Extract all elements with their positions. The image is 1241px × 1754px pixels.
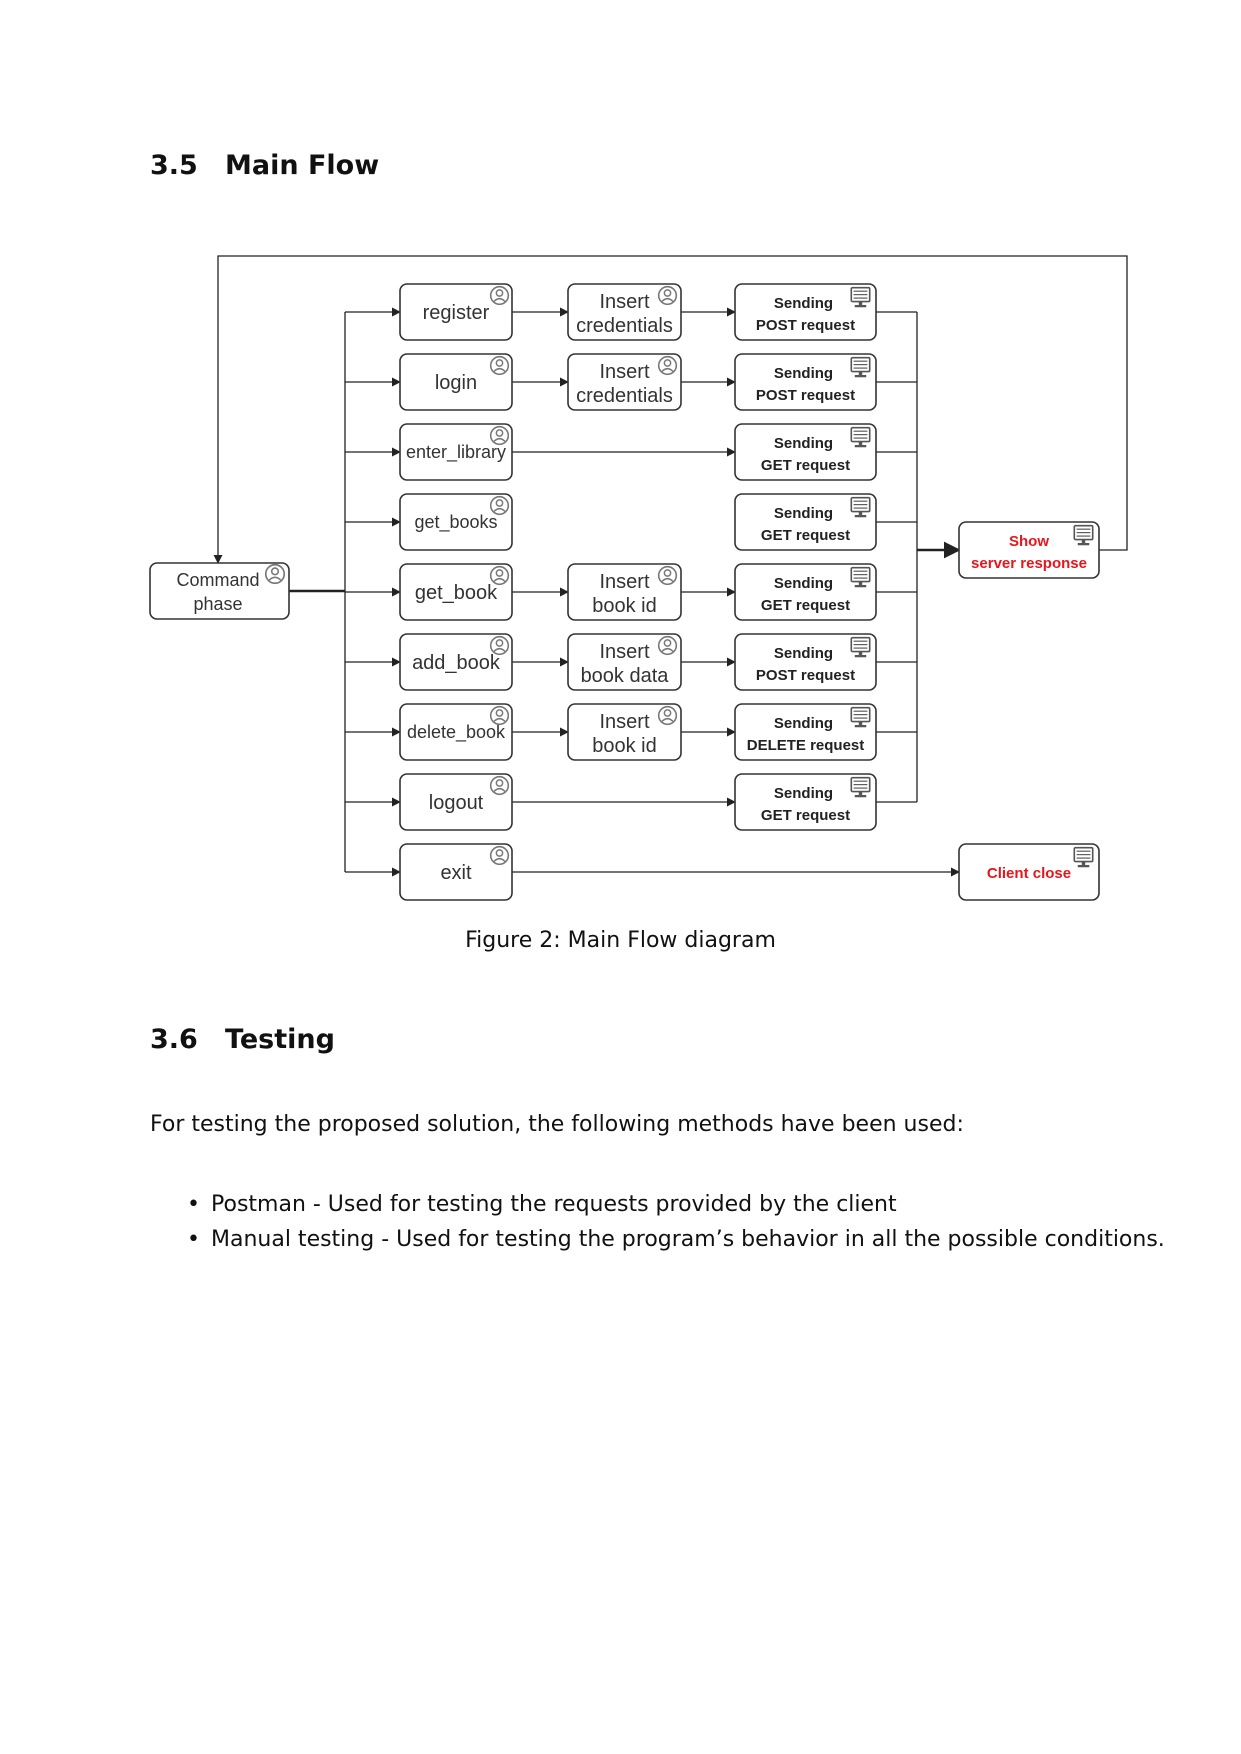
input-label: book id <box>592 595 657 617</box>
request-label: Sending <box>774 435 833 452</box>
command-node-get_book <box>399 563 513 621</box>
user-icon <box>489 565 510 586</box>
input-node <box>567 703 682 761</box>
client-close-node <box>958 843 1100 901</box>
request-node <box>734 633 877 691</box>
request-label: POST request <box>756 667 855 684</box>
request-label: Sending <box>774 365 833 382</box>
command-label: logout <box>429 792 484 814</box>
request-label: Sending <box>774 645 833 662</box>
user-icon <box>264 563 286 585</box>
server-response-node <box>958 521 1100 579</box>
section-number: 3.6 <box>150 1024 198 1055</box>
command-phase-label: phase <box>193 594 242 614</box>
list-item-text: Postman - Used for testing the requests … <box>211 1192 897 1217</box>
request-node <box>734 353 877 411</box>
request-node <box>734 703 877 761</box>
command-label: exit <box>440 862 472 884</box>
user-icon <box>657 565 678 586</box>
user-icon <box>489 495 510 516</box>
section-title: Testing <box>225 1024 335 1055</box>
command-node-login <box>399 353 513 411</box>
input-label: book id <box>592 735 657 757</box>
input-node <box>567 563 682 621</box>
command-label: register <box>423 302 490 324</box>
input-label: Insert <box>599 711 649 733</box>
user-icon <box>657 635 678 656</box>
testing-intro: For testing the proposed solution, the f… <box>150 1112 964 1137</box>
user-icon <box>489 635 510 656</box>
user-icon <box>489 775 510 796</box>
command-label: get_books <box>414 512 497 533</box>
loop-back-line <box>213 255 1128 564</box>
input-label: Insert <box>599 641 649 663</box>
command-node-logout <box>399 773 513 831</box>
input-label: book data <box>581 665 670 687</box>
command-label: login <box>435 372 477 394</box>
user-icon <box>489 285 510 306</box>
command-node-enter_library <box>399 423 513 481</box>
section-heading-main-flow: 3.5 Main Flow <box>150 150 379 181</box>
request-node <box>734 563 877 621</box>
user-icon <box>657 705 678 726</box>
input-node <box>567 633 682 691</box>
request-label: GET request <box>761 597 850 614</box>
request-label: GET request <box>761 527 850 544</box>
request-label: Sending <box>774 785 833 802</box>
section-number: 3.5 <box>150 150 198 181</box>
input-node <box>567 353 682 411</box>
command-node-add_book <box>399 633 513 691</box>
input-label: Insert <box>599 571 649 593</box>
user-icon <box>489 705 510 726</box>
request-label: POST request <box>756 317 855 334</box>
request-label: DELETE request <box>747 737 865 754</box>
input-label: credentials <box>576 315 673 337</box>
request-label: Sending <box>774 575 833 592</box>
user-icon <box>657 355 678 376</box>
user-icon <box>489 355 510 376</box>
request-node <box>734 773 877 831</box>
user-icon <box>489 425 510 446</box>
request-node <box>734 283 877 341</box>
command-label: add_book <box>412 652 501 674</box>
command-node-exit <box>399 843 513 901</box>
command-node-delete_book <box>399 703 513 761</box>
input-label: Insert <box>599 361 649 383</box>
server-response-label: server response <box>971 555 1087 572</box>
request-label: GET request <box>761 807 850 824</box>
input-node <box>567 283 682 341</box>
request-label: Sending <box>774 295 833 312</box>
bullet-icon: • <box>187 1227 200 1252</box>
command-label: get_book <box>415 582 498 604</box>
input-label: Insert <box>599 291 649 313</box>
list-item: • Postman - Used for testing the requests… <box>187 1187 1165 1222</box>
client-close-label: Client close <box>987 865 1071 882</box>
user-icon <box>657 285 678 306</box>
section-title: Main Flow <box>225 150 380 181</box>
section-heading-testing: 3.6 Testing <box>150 1024 335 1055</box>
command-label: delete_book <box>407 722 506 743</box>
list-item: • Manual testing - Used for testing the p… <box>187 1222 1165 1257</box>
command-node-get_books <box>399 493 513 551</box>
figure-caption: Figure 2: Main Flow diagram <box>465 928 776 953</box>
command-phase-label: Command <box>176 570 259 590</box>
command-label: enter_library <box>406 442 506 463</box>
request-label: Sending <box>774 505 833 522</box>
request-node <box>734 423 877 481</box>
testing-methods-list: • Postman - Used for testing the requests… <box>187 1187 1165 1257</box>
request-node <box>734 493 877 551</box>
input-label: credentials <box>576 385 673 407</box>
server-response-label: Show <box>1009 533 1049 550</box>
request-label: GET request <box>761 457 850 474</box>
user-icon <box>489 845 510 866</box>
request-label: POST request <box>756 387 855 404</box>
request-label: Sending <box>774 715 833 732</box>
bullet-icon: • <box>187 1192 200 1217</box>
command-node-register <box>399 283 513 341</box>
command-phase-node <box>149 562 290 620</box>
list-item-text: Manual testing - Used for testing the pr… <box>211 1227 1165 1252</box>
